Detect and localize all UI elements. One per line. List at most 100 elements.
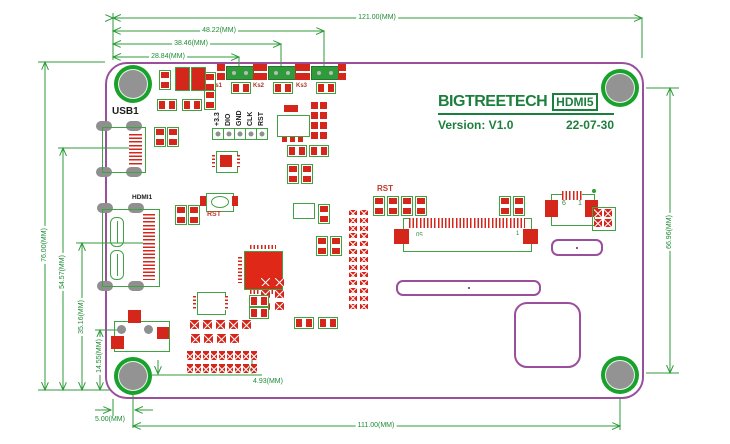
pad bbox=[295, 73, 303, 80]
pad bbox=[360, 225, 368, 231]
pad bbox=[232, 196, 238, 206]
pad bbox=[360, 256, 368, 262]
mcu-pins bbox=[250, 245, 276, 249]
pad bbox=[594, 219, 602, 227]
pad bbox=[349, 256, 357, 262]
ic-small-core bbox=[220, 155, 232, 167]
capacitor bbox=[154, 127, 166, 147]
pad bbox=[253, 64, 261, 71]
pad bbox=[302, 73, 310, 80]
pad bbox=[251, 351, 257, 360]
pad bbox=[229, 320, 238, 329]
header-pin-label: +3.3 bbox=[214, 112, 221, 126]
ic-pins bbox=[212, 155, 215, 167]
button-ks2: Ks2 bbox=[253, 64, 303, 94]
pad bbox=[217, 64, 225, 71]
pad bbox=[604, 209, 612, 217]
pad bbox=[211, 364, 217, 373]
dim-label-76-00: 76.00(MM) bbox=[41, 226, 49, 264]
resistor bbox=[287, 145, 307, 157]
pad bbox=[227, 351, 233, 360]
pad bbox=[320, 112, 327, 119]
pad bbox=[360, 272, 368, 278]
pad bbox=[211, 351, 217, 360]
pad bbox=[311, 112, 318, 119]
pad bbox=[187, 351, 193, 360]
usb-pad bbox=[96, 121, 112, 131]
ic-pins bbox=[225, 296, 228, 310]
header-pin-label: CLK bbox=[247, 111, 254, 126]
dim-label-121-00: 121.00(MM) bbox=[356, 14, 398, 22]
oval-cutout-small bbox=[551, 239, 603, 256]
ic-outline bbox=[293, 203, 315, 219]
hdmi-pad bbox=[97, 203, 113, 213]
hdmi-label: HDMI1 bbox=[132, 194, 153, 201]
pad bbox=[261, 278, 270, 286]
pad bbox=[243, 364, 249, 373]
pad bbox=[360, 241, 368, 247]
pad bbox=[320, 122, 327, 129]
pad bbox=[311, 102, 318, 109]
capacitor bbox=[318, 204, 330, 224]
pad bbox=[349, 280, 357, 286]
pad bbox=[349, 233, 357, 239]
brand-name: BIGTREETECH bbox=[438, 93, 548, 110]
pad bbox=[545, 200, 558, 217]
pad bbox=[349, 264, 357, 270]
jack-hole bbox=[117, 325, 126, 334]
button-ks3-label: Ks3 bbox=[296, 83, 308, 89]
resistor bbox=[249, 295, 269, 307]
capacitor bbox=[330, 236, 342, 256]
pad bbox=[604, 219, 612, 227]
dim-label-14-55: 14.55(MM) bbox=[96, 337, 104, 375]
header-pin-label: GND bbox=[236, 110, 243, 126]
pad bbox=[227, 364, 233, 373]
pad bbox=[219, 364, 225, 373]
reset-label: RST bbox=[207, 211, 221, 218]
dim-label-48-22: 48.22(MM) bbox=[200, 27, 238, 35]
pad bbox=[203, 364, 209, 373]
hdmi-connector bbox=[102, 209, 160, 287]
hdmi-pins bbox=[143, 214, 155, 280]
ffc-anchor-pad bbox=[523, 229, 538, 244]
header-pin-label: RST bbox=[258, 112, 265, 126]
dim-label-4-93: 4.93(MM) bbox=[251, 378, 285, 386]
pad bbox=[275, 302, 284, 310]
pad bbox=[216, 320, 225, 329]
pad bbox=[259, 73, 267, 80]
capacitor bbox=[191, 67, 206, 91]
button-ks1-body bbox=[226, 66, 254, 80]
pad bbox=[349, 225, 357, 231]
capacitor bbox=[204, 90, 216, 110]
resistor bbox=[316, 82, 336, 94]
jack-hole bbox=[144, 325, 153, 334]
resistor bbox=[273, 82, 293, 94]
pad bbox=[360, 280, 368, 286]
conn6-pin6-label: 6 bbox=[562, 200, 566, 207]
capacitor bbox=[175, 205, 187, 225]
pad bbox=[275, 278, 284, 286]
mounting-hole-top-right bbox=[601, 69, 639, 107]
pad bbox=[295, 64, 303, 71]
hdmi-pad bbox=[128, 203, 144, 213]
hdmi-screw bbox=[110, 250, 124, 280]
date-text: 22-07-30 bbox=[565, 118, 614, 132]
oval-cutout-long bbox=[396, 280, 541, 296]
pad bbox=[243, 351, 249, 360]
capacitor bbox=[287, 164, 299, 184]
ic-pins bbox=[193, 296, 196, 310]
pad bbox=[349, 288, 357, 293]
component-4pad bbox=[592, 207, 616, 231]
usb-pad bbox=[126, 121, 142, 131]
pad bbox=[259, 64, 267, 71]
button-ks1: Ks1 bbox=[211, 64, 261, 94]
header-pin bbox=[256, 128, 268, 140]
button-ks3: Ks3 bbox=[296, 64, 346, 94]
resistor bbox=[182, 99, 202, 111]
ffc-anchor-pad bbox=[394, 229, 409, 244]
pad bbox=[157, 327, 169, 339]
pad bbox=[253, 73, 261, 80]
pad bbox=[360, 210, 368, 215]
pad bbox=[360, 303, 368, 309]
